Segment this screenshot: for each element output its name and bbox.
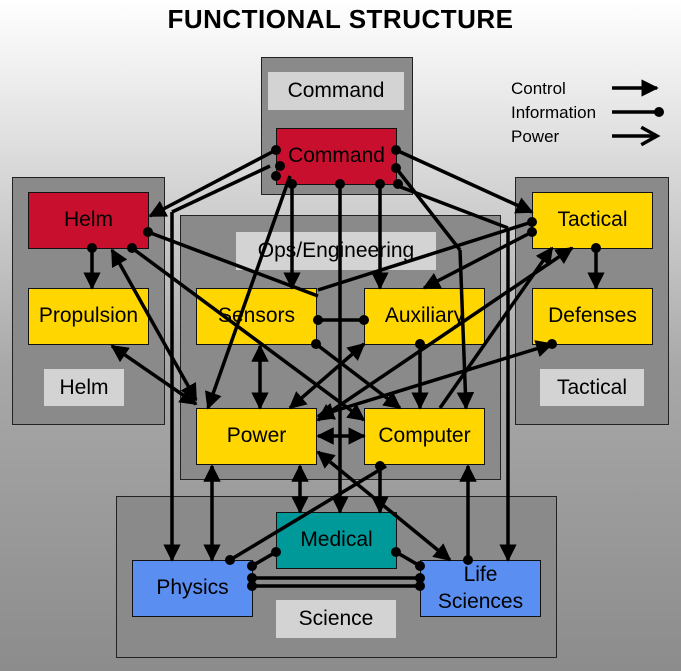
dot-medical-right <box>391 547 401 557</box>
helm-power-control <box>110 248 198 402</box>
command-to-computer-control <box>394 166 462 252</box>
dot-command-bottom-3 <box>375 179 385 189</box>
legend-power-label: Power <box>511 127 560 146</box>
dot-sensors-bottom <box>311 339 321 349</box>
dot-command-right-1 <box>391 145 401 155</box>
legend-information-label: Information <box>511 103 597 122</box>
dot-command-left-3 <box>271 171 281 181</box>
dot-physics-2 <box>247 561 257 571</box>
dot-command-bottom-4 <box>393 179 403 189</box>
dot-command-bottom-2 <box>335 179 345 189</box>
command-to-tactical-control <box>395 148 534 214</box>
helm-sensors-info <box>147 230 319 298</box>
dot-sensors-right <box>313 315 323 325</box>
life-sciences-node: Life Sciences <box>420 560 541 617</box>
dot-command-right-2 <box>391 163 401 173</box>
command-computer-drop <box>456 249 475 410</box>
dot-life-sciences-top <box>463 555 473 565</box>
command-to-power-control <box>204 175 292 410</box>
tactical-sensors-info <box>317 220 533 292</box>
dot-command-bottom-1 <box>287 179 297 189</box>
dot-helm-3 <box>143 227 153 237</box>
science-group-label: Science <box>276 600 396 638</box>
dot-auxiliary-bottom <box>415 339 425 349</box>
dot-command-left-2 <box>275 161 285 171</box>
propulsion-power-link <box>110 344 198 406</box>
command-node: Command <box>276 128 397 185</box>
dot-life-sciences-1 <box>415 561 425 571</box>
command-to-physics-control <box>171 164 271 214</box>
dot-tactical-1 <box>527 217 537 227</box>
computer-physics-info <box>229 464 387 562</box>
dot-tactical-2 <box>527 227 537 237</box>
dot-life-sciences-2 <box>415 573 425 583</box>
dot-life-sciences-3 <box>415 581 425 591</box>
dot-helm-1 <box>87 243 97 253</box>
dot-defenses-bottom <box>547 339 557 349</box>
tactical-node: Tactical <box>532 192 653 249</box>
dot-physics-3 <box>247 573 257 583</box>
dot-computer-bottom <box>375 461 385 471</box>
dot-command-left-1 <box>271 145 281 155</box>
command-group-label: Command <box>268 72 404 110</box>
diagram-title: FUNCTIONAL STRUCTURE <box>167 4 514 34</box>
helm-node: Helm <box>28 192 149 249</box>
legend-information-dot <box>654 107 664 117</box>
helm-computer-control <box>130 246 366 422</box>
dot-tactical-3 <box>591 243 601 253</box>
power-node: Power <box>196 408 317 465</box>
tactical-power-link <box>316 246 574 422</box>
command-to-helm-control <box>148 148 277 218</box>
dot-physics-4 <box>247 581 257 591</box>
dot-medical-left <box>271 547 281 557</box>
dot-helm-2 <box>127 243 137 253</box>
dot-auxiliary-left <box>359 315 369 325</box>
legend-control-label: Control <box>511 79 566 98</box>
dot-physics-1 <box>225 555 235 565</box>
physics-node: Physics <box>132 560 253 617</box>
auxiliary-power-link <box>288 342 366 410</box>
